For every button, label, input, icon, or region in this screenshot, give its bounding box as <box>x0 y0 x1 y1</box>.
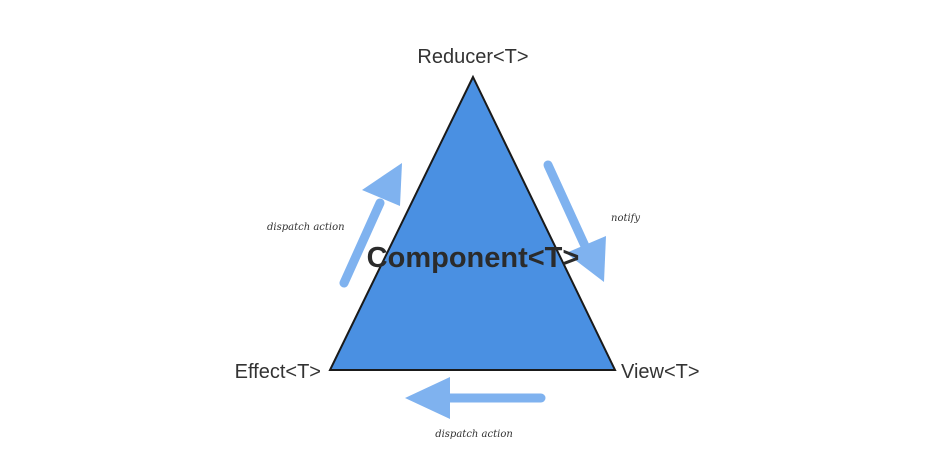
component-label: Component<T> <box>367 242 580 274</box>
component-triangle <box>328 74 617 371</box>
dispatch-action-label-left: dispatch action <box>267 222 345 233</box>
reducer-label: Reducer<T> <box>417 46 528 68</box>
notify-arrow-down <box>543 160 606 282</box>
dispatch-action-label-bottom: dispatch action <box>435 429 513 440</box>
notify-label: notify <box>611 213 640 224</box>
dispatch-action-arrow-left <box>405 377 546 419</box>
dispatch-action-arrow-up <box>339 163 402 288</box>
view-label: View<T> <box>621 361 700 383</box>
effect-label: Effect<T> <box>235 361 321 383</box>
